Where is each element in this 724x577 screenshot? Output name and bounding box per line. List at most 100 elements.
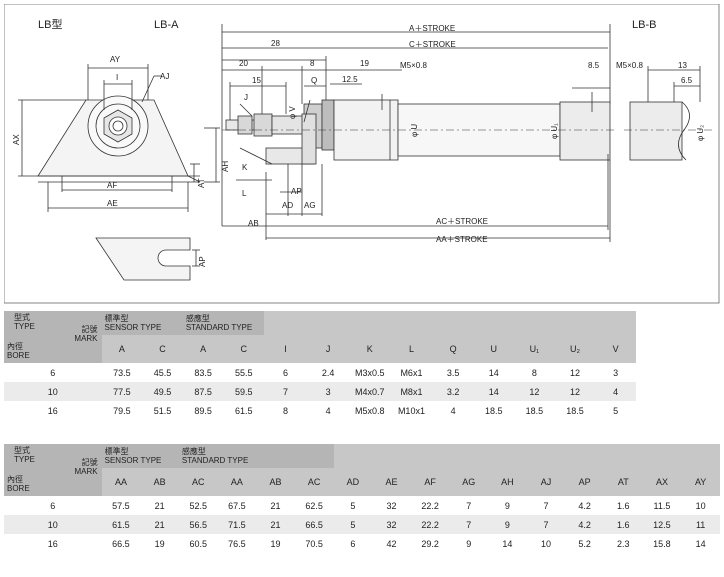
lb-type-label: LB型: [38, 17, 62, 31]
value-cell: 3: [306, 382, 350, 401]
dim-at: AT: [197, 178, 206, 188]
table1-col-header: U₂: [554, 335, 596, 363]
value-cell: 29.2: [410, 534, 450, 553]
value-cell: 79.5: [101, 401, 143, 420]
table1-standard-label: 感應型: [185, 314, 210, 323]
table2-col-header: AP: [565, 468, 604, 496]
value-cell: 8: [264, 401, 307, 420]
dim-ay: AY: [110, 55, 121, 64]
value-cell: 62.5: [294, 496, 334, 515]
value-cell: 10: [681, 496, 720, 515]
value-cell: 6: [333, 534, 373, 553]
value-cell: 2.3: [603, 534, 643, 553]
slot-detail: [95, 237, 200, 281]
value-cell: 9: [449, 534, 489, 553]
value-cell: 18.5: [473, 401, 515, 420]
table2-type-label: 型式: [14, 446, 30, 455]
value-cell: 21: [256, 496, 295, 515]
dim-q: Q: [311, 76, 317, 85]
value-cell: 51.5: [142, 401, 183, 420]
cylinder-side-view: [221, 24, 616, 242]
value-cell: 3.2: [432, 382, 474, 401]
value-cell: 14: [473, 363, 515, 382]
value-cell: 3.5: [432, 363, 474, 382]
table2-col-header: AA: [217, 468, 257, 496]
value-cell: 15.8: [642, 534, 682, 553]
value-cell: 8: [514, 363, 555, 382]
dim-aj: AJ: [160, 72, 169, 81]
dim-28: 28: [271, 39, 280, 48]
value-cell: 7: [264, 382, 307, 401]
dim-ab: AB: [248, 219, 259, 228]
value-cell: 12: [514, 382, 555, 401]
table2-sensor-label: 標準型: [104, 447, 129, 456]
bore-cell: 16: [4, 534, 102, 553]
table1-type-en: TYPE: [14, 322, 35, 331]
value-cell: 60.5: [178, 534, 218, 553]
value-cell: 4: [432, 401, 474, 420]
value-cell: 61.5: [223, 401, 265, 420]
value-cell: 22.2: [410, 496, 450, 515]
dim-v: φ V: [288, 106, 297, 119]
value-cell: 4.2: [565, 496, 604, 515]
value-cell: M10x1: [390, 401, 433, 420]
value-cell: 14: [473, 382, 515, 401]
table2-col-header: AB: [140, 468, 179, 496]
value-cell: 18.5: [554, 401, 596, 420]
value-cell: 52.5: [178, 496, 218, 515]
value-cell: 12: [554, 382, 596, 401]
table1-col-header: I: [264, 335, 307, 363]
table1-col-header: C: [223, 335, 265, 363]
value-cell: 87.5: [182, 382, 224, 401]
dim-ag: AG: [304, 201, 316, 210]
table2-col-header: AY: [681, 468, 720, 496]
table2-col-header: AD: [333, 468, 373, 496]
dim-ap-side: AP: [291, 187, 302, 196]
value-cell: 22.2: [410, 515, 450, 534]
value-cell: 12.5: [642, 515, 682, 534]
value-cell: 55.5: [223, 363, 265, 382]
value-cell: 89.5: [182, 401, 224, 420]
dim-af: AF: [107, 181, 117, 190]
table2-standard-label: 感應型: [181, 447, 206, 456]
value-cell: 5: [333, 496, 373, 515]
table1-mark-en: MARK: [74, 334, 98, 343]
dim-13: 13: [678, 61, 687, 70]
table1-bore-en: BORE: [7, 351, 30, 360]
table2-bore-en: BORE: [7, 484, 30, 493]
table2-standard-en: STANDARD TYPE: [181, 456, 249, 465]
value-cell: 1.6: [603, 515, 643, 534]
value-cell: 7: [449, 515, 489, 534]
value-cell: 83.5: [182, 363, 224, 382]
table1-mark-label: 記號: [81, 325, 98, 334]
table2-header-fill: [333, 444, 720, 468]
table1-col-header: U: [473, 335, 515, 363]
value-cell: 19: [256, 534, 295, 553]
value-cell: 6: [264, 363, 307, 382]
table2-col-header: AT: [603, 468, 643, 496]
dim-i: I: [116, 73, 118, 82]
table2-col-header: AX: [642, 468, 682, 496]
value-cell: 21: [256, 515, 295, 534]
table2-col-header: AG: [449, 468, 489, 496]
table1-type-label: 型式: [14, 313, 30, 322]
table2-col-header: AC: [178, 468, 218, 496]
table1-sensor-en: SENSOR TYPE: [104, 323, 162, 332]
dim-15: 15: [252, 76, 261, 85]
table2-col-header: AH: [488, 468, 527, 496]
table2-bore-label: 內徑: [7, 475, 23, 484]
dim-ap-slot: AP: [198, 256, 207, 267]
value-cell: 10: [526, 534, 566, 553]
value-cell: 45.5: [142, 363, 183, 382]
dim-ad: AD: [282, 201, 293, 210]
dim-20: 20: [239, 59, 248, 68]
value-cell: 49.5: [142, 382, 183, 401]
value-cell: 4: [306, 401, 350, 420]
